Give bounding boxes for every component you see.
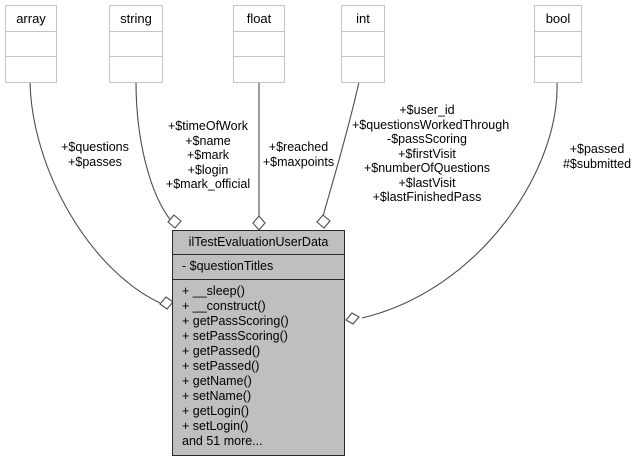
class-attribute: - $questionTitles [182,259,274,273]
class-operation: + getName() [182,374,252,388]
class-node-iltestevaluationuserdata[interactable]: ilTestEvaluationUserData - $questionTitl… [172,230,345,456]
type-node-int-attributes [342,32,384,57]
type-node-int[interactable]: int [341,5,385,83]
type-node-float-label: float [234,6,284,32]
class-operation: + getPassed() [182,344,261,358]
edge-label-int-0: +$user_id [399,103,455,117]
class-operation: + __sleep() [182,284,245,298]
type-node-int-label: int [342,6,384,32]
edge-label-string-0: +$timeOfWork [168,119,248,133]
class-operation: + getLogin() [182,404,250,418]
edge-label-float: +$reached +$maxpoints [256,140,341,169]
class-node-operations: + __sleep() + __construct() + getPassSco… [173,280,344,454]
class-operation: + getPassScoring() [182,314,289,328]
type-node-string-attributes [110,32,162,57]
edge-label-string-4: +$mark_official [165,177,251,191]
type-node-bool-operations [535,57,581,82]
edge-label-int-6: +$lastFinishedPass [372,190,482,204]
edge-label-int: +$user_id +$questionsWorkedThrough -$pas… [352,103,510,205]
edge-label-int-5: +$lastVisit [398,175,456,190]
type-node-bool-label: bool [535,6,581,32]
class-operation: + setName() [182,389,252,403]
type-node-array-attributes [6,32,56,57]
edge-label-int-4: +$numberOfQuestions [363,161,491,175]
type-node-array-operations [6,57,56,82]
edge-label-string-2: +$mark [186,148,230,162]
edge-label-bool: +$passed #$submitted [558,142,636,171]
aggregation-diamond-bool [345,312,360,325]
edge-label-array-0: +$questions [61,140,129,154]
type-node-string-operations [110,57,162,82]
edge-label-int-3: +$firstVisit [398,146,456,161]
edge-label-array-1: +$passes [68,154,122,169]
type-node-float-operations [234,57,284,82]
edge-label-int-2: -$passScoring [387,132,467,146]
edge-label-bool-0: +$passed [569,142,625,156]
edge-label-float-0: +$reached [268,140,329,154]
class-operation: + setPassed() [182,359,260,373]
type-node-array-label: array [6,6,56,32]
type-node-bool[interactable]: bool [534,5,582,83]
edge-label-int-1: +$questionsWorkedThrough [352,117,510,132]
edge-label-array: +$questions +$passes [40,140,150,169]
type-node-bool-attributes [535,32,581,57]
class-node-title: ilTestEvaluationUserData [173,231,344,255]
edge-array [29,81,161,304]
type-node-float-attributes [234,32,284,57]
type-node-float[interactable]: float [233,5,285,83]
class-operations-more: and 51 more... [182,434,263,448]
edge-label-string-1: +$name [185,133,231,148]
type-node-string[interactable]: string [109,5,163,83]
type-node-string-label: string [110,6,162,32]
type-node-array[interactable]: array [5,5,57,83]
class-node-attributes: - $questionTitles [173,255,344,280]
edge-label-string-3: +$login [187,162,229,177]
class-operation: + __construct() [182,299,266,313]
edge-label-float-1: +$maxpoints [262,154,335,169]
edge-label-string: +$timeOfWork +$name +$mark +$login +$mar… [160,119,256,192]
type-node-int-operations [342,57,384,82]
class-operation: + setLogin() [182,419,249,433]
class-operation: + setPassScoring() [182,329,288,343]
aggregation-diamond-string [167,214,182,229]
aggregation-diamond-float [252,215,266,231]
aggregation-diamond-int [316,214,331,229]
edge-label-bool-1: #$submitted [562,156,632,171]
